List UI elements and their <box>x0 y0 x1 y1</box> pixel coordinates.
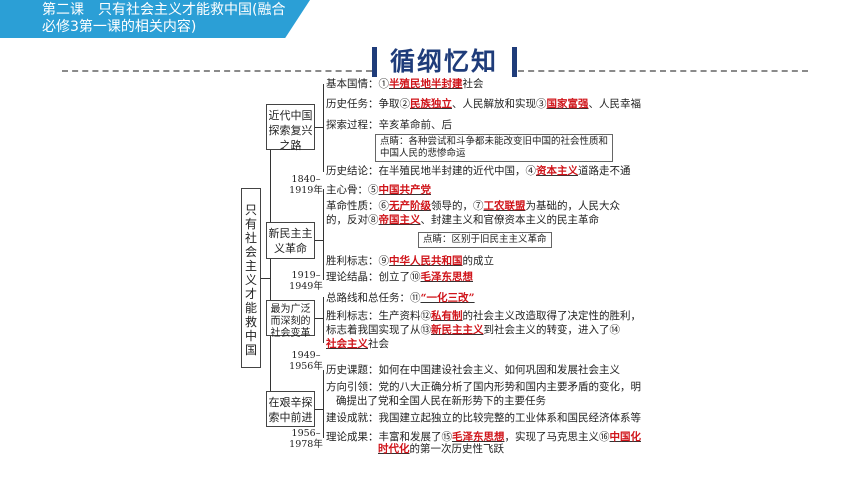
s4-direction-line2: 确提出了党和全国人民在新形势下的主要任务 <box>336 395 546 407</box>
s1-conclusion: 历史结论：在半殖民地半封建的近代中国，④资本主义道路走不通 <box>326 165 631 177</box>
s4-direction-line1: 方向引领：党的八大正确分析了国内形势和国内主要矛盾的变化，明 <box>326 381 641 393</box>
year-label-2: 1919–1949年 <box>289 270 323 292</box>
connector <box>315 409 323 410</box>
header-title-line2: 必修3第一课的相关内容) <box>42 19 197 35</box>
s2-note: 点睛：区别于旧民主主义革命 <box>418 232 552 248</box>
title-bar-right <box>512 47 517 77</box>
s2-nature-line2: 的，反对⑧帝国主义、封建主义和官僚资本主义的民主革命 <box>326 214 599 226</box>
s1-historical-task: 历史任务：争取②民族独立、人民解放和实现③国家富强、人民幸福 <box>326 98 641 110</box>
divider-right <box>518 70 808 72</box>
s2-nature-line1: 革命性质：⑥无产阶级领导的，⑦工农联盟为基础的，人民大众 <box>326 200 620 212</box>
s3-general-line: 总路线和总任务：⑪“一化三改” <box>326 292 475 304</box>
s4-theory-line1: 理论成果：丰富和发展了⑮毛泽东思想，实现了马克思主义⑯中国化 <box>326 431 641 443</box>
header-title-line1: 第二课 只有社会主义才能救中国(融合 <box>42 2 286 18</box>
connector <box>315 127 323 128</box>
s4-topic: 历史课题：如何在中国建设社会主义、如何巩固和发展社会主义 <box>326 364 620 376</box>
s3-victory-line2: 标志着我国实现了从⑬新民主主义到社会主义的转变，进入了⑭ <box>326 324 620 336</box>
s4-theory-line2: 时代化的第一次历史性飞跃 <box>378 443 504 455</box>
connector <box>261 278 270 279</box>
main-topic-box: 只有社会主义才能救中国 <box>241 188 261 368</box>
connector <box>270 127 271 417</box>
s1-note: 点睛：各种尝试和斗争都未能改变旧中国的社会性质和中国人民的悲惨命运 <box>375 134 614 162</box>
s1-basic-situation: 基本国情：①半殖民地半封建社会 <box>326 78 484 90</box>
s1-exploration: 探索过程：辛亥革命前、后 <box>326 119 452 131</box>
bracket-4 <box>323 370 324 438</box>
year-label-3: 1949–1956年 <box>289 350 323 372</box>
year-label-1: 1840–1919年 <box>289 174 323 196</box>
bracket-3 <box>323 297 324 343</box>
divider-left <box>62 70 372 72</box>
s2-backbone: 主心骨：⑤中国共产党 <box>326 184 431 196</box>
connector <box>315 240 323 241</box>
s4-achievement: 建设成就：我国建立起独立的比较完整的工业体系和国民经济体系等 <box>326 412 641 424</box>
stage-box-1: 近代中国探索复兴之路 <box>266 104 315 152</box>
year-label-4: 1956–1978年 <box>289 428 323 450</box>
s2-theory: 理论结晶：创立了⑩毛泽东思想 <box>326 271 473 283</box>
section-title: 循纲忆知 <box>389 47 498 76</box>
bracket-1 <box>323 84 324 172</box>
connector <box>315 318 323 319</box>
bracket-2 <box>323 189 324 280</box>
stage-box-4: 在艰辛探索中前进 <box>266 391 315 427</box>
title-bar-left <box>372 47 377 77</box>
header-banner <box>0 0 310 38</box>
stage-box-2: 新民主主义革命 <box>266 222 315 259</box>
s3-victory-line3: 社会主义社会 <box>326 338 389 350</box>
stage-box-3: 最为广泛而深刻的社会变革 <box>266 300 315 339</box>
s2-victory: 胜利标志：⑨中华人民共和国的成立 <box>326 255 494 267</box>
s3-victory-line1: 胜利标志：生产资料⑫私有制的社会主义改造取得了决定性的胜利， <box>326 310 641 322</box>
